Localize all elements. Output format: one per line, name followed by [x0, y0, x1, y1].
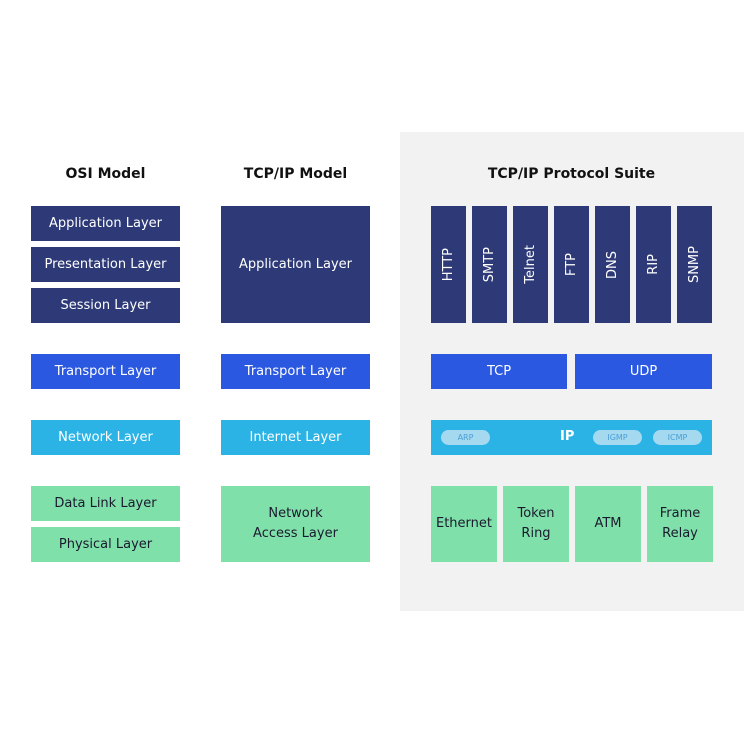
protocol-dns: DNS — [595, 206, 630, 323]
protocol-atm: ATM — [575, 486, 641, 562]
tcpip-internet-layer: Internet Layer — [221, 420, 370, 455]
tcpip-transport-layer: Transport Layer — [221, 354, 370, 389]
osi-title: OSI Model — [65, 166, 146, 182]
protocol-frame-relay: Frame Relay — [647, 486, 713, 562]
protocol-ethernet: Ethernet — [431, 486, 497, 562]
osi-session-layer: Session Layer — [31, 288, 180, 323]
protocol-ip: IP — [560, 429, 575, 444]
protocol-arp: ARP — [441, 430, 490, 445]
osi-data-link-layer: Data Link Layer — [31, 486, 180, 521]
osi-presentation-layer: Presentation Layer — [31, 247, 180, 282]
protocol-label: DNS — [604, 250, 620, 279]
protocol-label: HTTP — [440, 247, 456, 282]
protocol-telnet: Telnet — [513, 206, 548, 323]
suite-title: TCP/IP Protocol Suite — [487, 166, 656, 182]
protocol-snmp: SNMP — [677, 206, 712, 323]
tcpip-title: TCP/IP Model — [243, 166, 348, 182]
protocol-label: RIP — [645, 254, 661, 275]
protocol-label: SNMP — [686, 245, 702, 284]
protocol-udp: UDP — [575, 354, 712, 389]
protocol-label: FTP — [563, 252, 579, 277]
protocol-rip: RIP — [636, 206, 671, 323]
protocol-igmp: IGMP — [593, 430, 642, 445]
protocol-label: Telnet — [522, 245, 538, 284]
protocol-http: HTTP — [431, 206, 466, 323]
osi-transport-layer: Transport Layer — [31, 354, 180, 389]
tcpip-application-layer: Application Layer — [221, 206, 370, 323]
tcpip-network-access-layer: Network Access Layer — [221, 486, 370, 562]
osi-network-layer: Network Layer — [31, 420, 180, 455]
protocol-token-ring: Token Ring — [503, 486, 569, 562]
protocol-smtp: SMTP — [472, 206, 507, 323]
protocol-icmp: ICMP — [653, 430, 702, 445]
osi-application-layer: Application Layer — [31, 206, 180, 241]
osi-physical-layer: Physical Layer — [31, 527, 180, 562]
protocol-label: SMTP — [481, 246, 497, 283]
protocol-tcp: TCP — [431, 354, 567, 389]
protocol-ftp: FTP — [554, 206, 589, 323]
